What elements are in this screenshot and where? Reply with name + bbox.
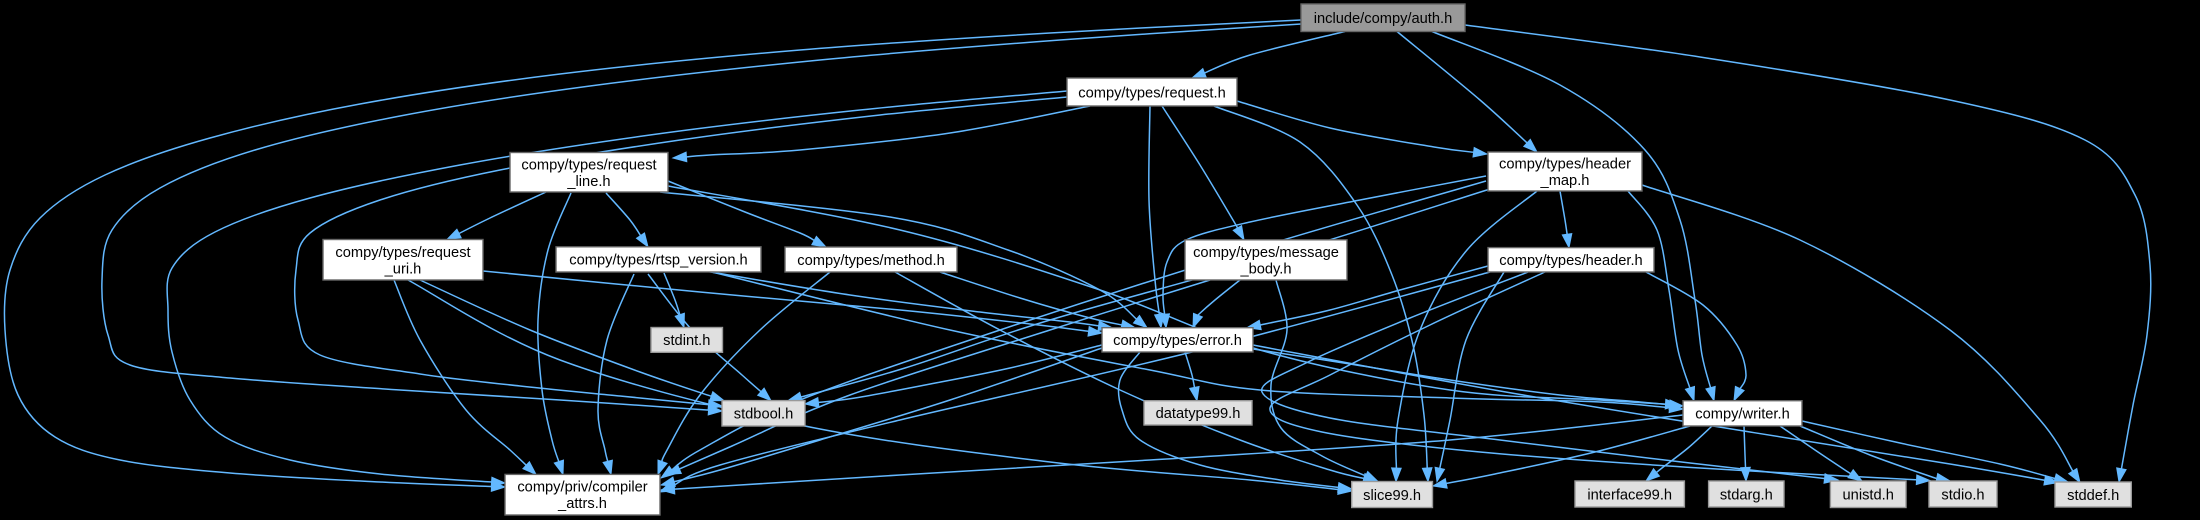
svg-text:compy/writer.h: compy/writer.h (1695, 407, 1789, 423)
svg-text:compy/types/error.h: compy/types/error.h (1113, 333, 1242, 349)
svg-text:compy/types/header.h: compy/types/header.h (1499, 253, 1642, 269)
svg-text:_attrs.h: _attrs.h (557, 496, 607, 512)
svg-text:compy/types/message: compy/types/message (1193, 245, 1339, 261)
svg-text:compy/types/rtsp_version.h: compy/types/rtsp_version.h (569, 253, 747, 269)
svg-text:stdio.h: stdio.h (1941, 487, 1984, 503)
svg-text:slice99.h: slice99.h (1363, 488, 1421, 504)
svg-text:interface99.h: interface99.h (1587, 487, 1672, 503)
svg-text:_body.h: _body.h (1239, 261, 1291, 277)
svg-text:_map.h: _map.h (1540, 173, 1590, 189)
svg-text:_line.h: _line.h (566, 174, 610, 190)
svg-text:stdint.h: stdint.h (663, 333, 710, 349)
svg-text:stddef.h: stddef.h (2067, 488, 2119, 504)
svg-text:compy/types/request.h: compy/types/request.h (1078, 85, 1225, 101)
svg-text:_uri.h: _uri.h (384, 261, 422, 277)
svg-text:compy/types/request: compy/types/request (335, 245, 470, 261)
svg-text:stdarg.h: stdarg.h (1720, 487, 1773, 503)
svg-text:compy/types/request: compy/types/request (521, 157, 656, 173)
svg-text:stdbool.h: stdbool.h (734, 407, 793, 423)
svg-text:include/compy/auth.h: include/compy/auth.h (1314, 11, 1453, 27)
svg-text:datatype99.h: datatype99.h (1156, 406, 1241, 422)
svg-text:unistd.h: unistd.h (1843, 488, 1894, 504)
svg-text:compy/types/header: compy/types/header (1499, 157, 1631, 173)
svg-text:compy/priv/compiler: compy/priv/compiler (517, 480, 647, 496)
svg-text:compy/types/method.h: compy/types/method.h (797, 253, 944, 269)
